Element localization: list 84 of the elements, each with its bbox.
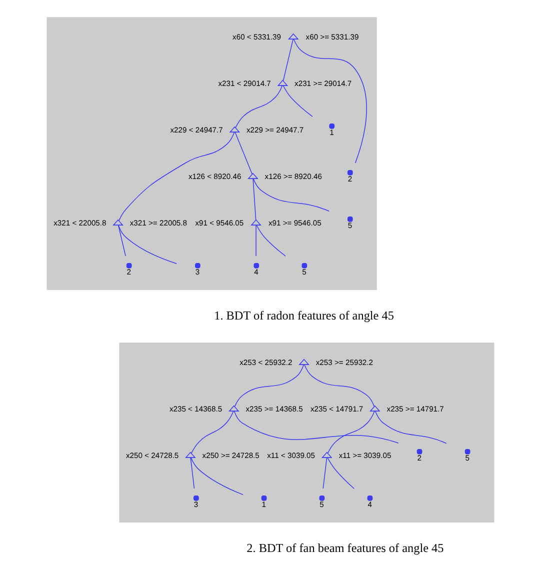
node-label: x235 >= 14791.7 xyxy=(386,404,444,414)
node-label: 5 xyxy=(320,500,324,509)
connector xyxy=(253,178,330,212)
node-label: x11 < 3039.05 xyxy=(267,450,316,460)
node-label: 3 xyxy=(195,267,200,276)
node-label: x91 >= 9546.05 xyxy=(268,218,322,228)
connector xyxy=(234,132,253,174)
connector xyxy=(118,224,126,256)
node-label: 3 xyxy=(194,500,198,509)
node-label: 5 xyxy=(348,220,352,230)
connector xyxy=(118,224,177,264)
node-circle xyxy=(329,124,335,129)
node-triangle xyxy=(228,405,240,412)
node-circle xyxy=(194,496,199,501)
node-label: x229 < 24947.7 xyxy=(170,125,223,134)
connector xyxy=(234,364,304,407)
connector xyxy=(234,410,399,444)
node-label: x126 >= 8920.46 xyxy=(264,172,322,181)
connector xyxy=(293,38,367,164)
node-label: 2 xyxy=(126,267,132,276)
connector xyxy=(235,85,283,128)
node-triangle xyxy=(112,219,124,226)
node-label: 1 xyxy=(262,500,266,509)
node-label: x321 >= 22005.8 xyxy=(130,218,188,228)
connector xyxy=(190,457,195,489)
node-triangle xyxy=(298,358,310,365)
connector xyxy=(190,457,244,496)
node-label: 4 xyxy=(254,267,258,276)
connector xyxy=(118,132,235,221)
node-label: x60 < 5331.39 xyxy=(232,32,282,42)
connector xyxy=(374,410,447,444)
node-triangle xyxy=(250,219,262,226)
node-label: x235 < 14368.5 xyxy=(169,404,222,414)
node-circle xyxy=(254,263,260,268)
node-triangle xyxy=(277,80,288,86)
node-circle xyxy=(416,449,422,454)
node-circle xyxy=(261,496,267,501)
node-circle xyxy=(348,170,353,176)
label: 2. BDT of fan beam features of angle 45 xyxy=(246,540,444,555)
node-label: x60 >= 5331.39 xyxy=(306,32,359,42)
node-triangle xyxy=(248,172,258,179)
node-circle xyxy=(126,263,132,268)
node-triangle xyxy=(321,452,332,458)
node-label: 1 xyxy=(330,128,334,137)
cluster xyxy=(119,342,494,523)
connector xyxy=(252,178,256,220)
node-circle xyxy=(195,263,200,268)
node-label: x235 < 14791.7 xyxy=(310,404,364,414)
connector xyxy=(327,457,354,489)
node-label: 5 xyxy=(302,267,306,276)
node-triangle xyxy=(370,405,380,412)
connector xyxy=(256,224,286,256)
node-label: 4 xyxy=(368,500,372,509)
node-circle xyxy=(367,496,373,501)
node-label: x11 >= 3039.05 xyxy=(338,450,392,460)
node-label: x91 < 9546.05 xyxy=(195,218,244,228)
node-label: x250 >= 24728.5 xyxy=(202,450,260,460)
node-label: x235 >= 14368.5 xyxy=(246,404,303,414)
connector xyxy=(322,457,328,489)
node-circle xyxy=(319,496,325,501)
node-label: x126 < 8920.46 xyxy=(188,172,242,181)
connector xyxy=(282,38,294,82)
node-label: x321 < 22005.8 xyxy=(54,218,106,228)
node-triangle xyxy=(185,452,196,458)
node-circle xyxy=(302,263,308,268)
node-label: 2 xyxy=(348,174,352,184)
node-label: x253 >= 25932.2 xyxy=(316,358,374,367)
node-triangle xyxy=(288,33,299,40)
label: 1. BDT of radon features of angle 45 xyxy=(214,308,394,322)
cluster xyxy=(46,17,377,290)
node-label: x231 >= 29014.7 xyxy=(294,78,352,88)
node-triangle xyxy=(229,126,240,132)
node-label: x229 >= 24947.7 xyxy=(246,125,304,134)
node-circle xyxy=(464,449,470,454)
node-label: x231 < 29014.7 xyxy=(218,78,271,88)
node-label: 2 xyxy=(417,453,422,462)
node-label: 5 xyxy=(465,453,470,462)
connector xyxy=(282,85,313,117)
node-label: x253 < 25932.2 xyxy=(240,358,292,367)
node-circle xyxy=(348,216,353,222)
connector xyxy=(191,410,234,454)
node-label: x250 < 24728.5 xyxy=(126,450,179,460)
connector xyxy=(327,410,375,454)
connector xyxy=(304,364,375,407)
